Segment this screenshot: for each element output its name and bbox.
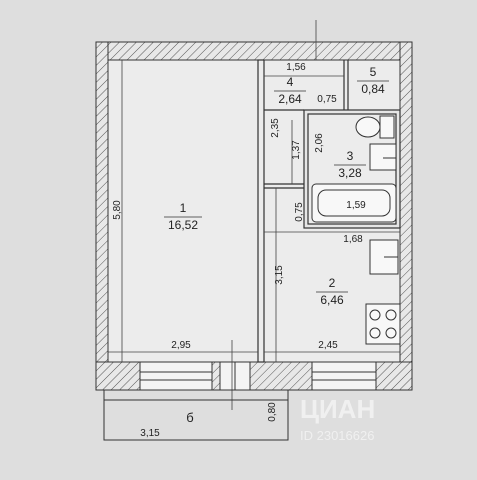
balcony-label: б: [186, 410, 193, 425]
dim-bath-height: 2,06: [314, 133, 325, 153]
dim-bath-length: 1,59: [346, 200, 366, 211]
room-3-number: 3: [347, 149, 354, 163]
dim-room1-height: 5,80: [112, 200, 123, 220]
room-3-area: 3,28: [338, 166, 362, 180]
watermark: ЦИАН ID 23016626: [300, 394, 375, 443]
room-5-number: 5: [370, 65, 377, 79]
dim-hall-lower: 1,37: [291, 140, 302, 160]
dim-passage-width: 0,75: [294, 202, 305, 222]
room-labels: 1 16,52 2 6,46 3 3,28 4 2,64 5 0,84 б: [164, 65, 389, 425]
watermark-brand: ЦИАН: [300, 394, 375, 424]
fixtures: [311, 115, 401, 345]
dim-room2-width: 2,45: [318, 340, 338, 351]
toilet-bowl: [355, 116, 381, 138]
dim-hall-height: 2,35: [270, 118, 281, 138]
balcony: [103, 389, 289, 441]
dim-balcony-depth: 0,80: [267, 402, 278, 422]
room-2-area: 6,46: [320, 293, 344, 307]
windows: [139, 361, 377, 391]
room-1-area: 16,52: [168, 218, 198, 232]
room-4-number: 4: [287, 75, 294, 89]
toilet-tank: [379, 115, 395, 139]
dim-room2-height: 3,15: [274, 265, 285, 285]
dimension-labels: 5,80 2,95 3,15 2,45 1,56 2,35 1,37 0,75 …: [112, 62, 366, 439]
dim-balcony-length: 3,15: [140, 428, 160, 439]
dim-hall-width: 1,56: [286, 62, 306, 73]
washbasin: [369, 143, 397, 171]
dim-room1-width: 2,95: [171, 340, 191, 351]
dim-kitchen-width: 1,68: [343, 234, 363, 245]
watermark-id: ID 23016626: [300, 428, 374, 443]
room-4-area: 2,64: [278, 92, 302, 106]
dimension-lines: [108, 20, 400, 410]
room-1-number: 1: [180, 201, 187, 215]
room-2-number: 2: [329, 276, 336, 290]
dim-toilet-width: 0,75: [317, 94, 337, 105]
stove: [365, 303, 401, 345]
room-5-area: 0,84: [361, 82, 385, 96]
